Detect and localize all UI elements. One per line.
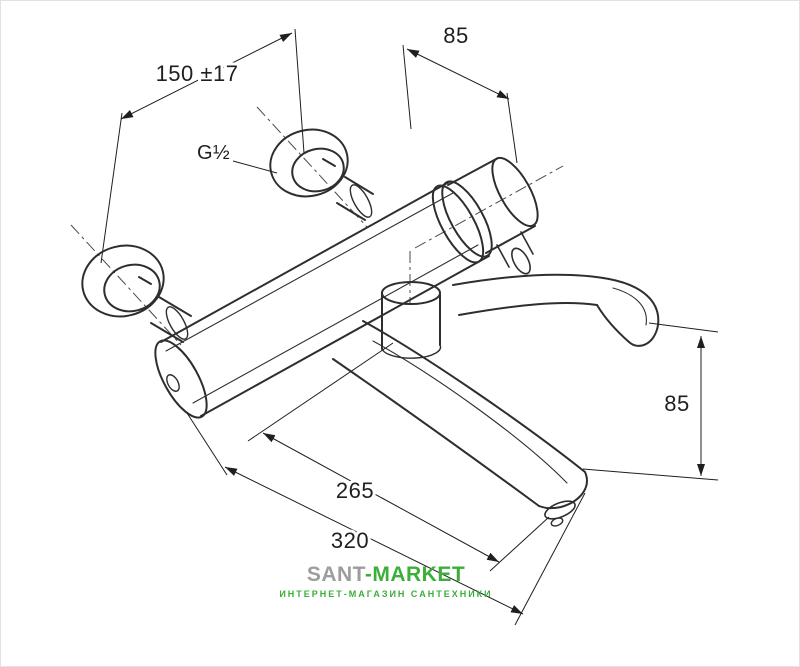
centerline-upper-flange xyxy=(256,106,368,228)
watermark-subtitle: ИНТЕРНЕТ-МАГАЗИН САНТЕХНИКИ xyxy=(279,589,493,600)
dimensions xyxy=(100,28,719,626)
dim-reach-inner-label: 265 xyxy=(336,478,374,503)
dim-mount-spacing xyxy=(100,28,305,264)
spout-column xyxy=(381,281,442,359)
wall-flange-upper xyxy=(269,128,374,221)
centerline-lower-flange xyxy=(70,224,182,346)
center-lines xyxy=(70,106,564,346)
watermark-brand-gray: SANT xyxy=(306,563,365,586)
dim-drop-height xyxy=(582,322,719,481)
lever-handle xyxy=(452,273,660,347)
cartridge-head xyxy=(431,156,539,275)
wall-flange-lower xyxy=(81,244,192,343)
watermark-brand: SANT-MARKET xyxy=(241,563,531,587)
aerator xyxy=(544,500,576,520)
watermark-brand-green: -MARKET xyxy=(364,563,466,586)
dim-top-depth xyxy=(402,44,518,164)
centerline-head-axis xyxy=(414,165,564,249)
thread-size-label: G½ xyxy=(197,142,230,164)
dim-reach-outer-label: 320 xyxy=(331,528,369,553)
mixer-body xyxy=(154,181,490,419)
dim-reach-outer xyxy=(186,412,586,626)
dim-mount-spacing-label: 150 ±17 xyxy=(156,61,239,86)
thread-leader xyxy=(232,160,278,174)
faucet-drawing xyxy=(81,128,660,527)
watermark: SANT-MARKET ИНТЕРНЕТ-МАГАЗИН САНТЕХНИКИ xyxy=(241,563,531,599)
dim-drop-height-label: 85 xyxy=(664,391,689,416)
dim-top-depth-label: 85 xyxy=(443,23,468,48)
dim-reach-inner xyxy=(247,342,550,572)
